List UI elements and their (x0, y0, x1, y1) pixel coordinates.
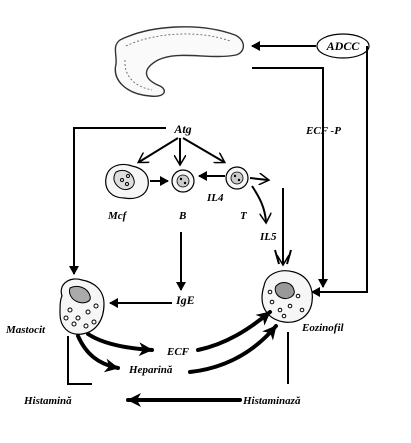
eosinophil-to-adcc-line (316, 46, 368, 293)
ecf-label: ECF (166, 346, 190, 358)
macrophage-cell-icon (105, 163, 149, 200)
il4-label: IL4 (206, 192, 224, 204)
heparina-label: Heparină (128, 364, 173, 376)
heparina-to-eosinophil-arrow (188, 324, 278, 374)
eozinofil-label: Eozinofil (301, 322, 345, 334)
histaminaza-label: Histaminază (242, 395, 301, 407)
mast-cell-icon (59, 278, 105, 335)
t-cell-icon (225, 166, 249, 190)
mastocit-to-heparina-arrow (76, 334, 120, 373)
t-label: T (240, 210, 248, 222)
il5-tick-left (274, 249, 280, 265)
mcf-label: Mcf (107, 210, 128, 222)
adcc-node: ADCC (316, 33, 370, 59)
ige-label: IgE (175, 293, 195, 307)
b-cell-icon (171, 169, 195, 193)
il5-tick-right (286, 249, 292, 265)
t-out-arrow (249, 178, 268, 180)
histamina-label: Histamină (23, 395, 72, 407)
mastocit-to-histamina-line (67, 336, 92, 385)
atg-to-mcf-arrow (139, 137, 179, 162)
mastocit-label: Mastocit (5, 324, 46, 336)
ecf-p-label: ECF -P (305, 125, 341, 137)
t-to-il5-arrow (251, 185, 266, 222)
b-label: B (178, 210, 186, 222)
parasite-shape-icon (114, 26, 245, 98)
atg-to-t-arrow (182, 137, 224, 162)
parasite-to-ecf-line (252, 67, 324, 282)
il5-label: IL5 (259, 231, 277, 243)
atg-label: Atg (173, 122, 191, 136)
adcc-label: ADCC (326, 39, 361, 53)
eosinophil-cell-icon (261, 270, 313, 323)
ecf-to-eosinophil-arrow (196, 310, 272, 352)
mastocit-to-ecf-arrow (86, 332, 154, 357)
atg-to-mastocit-line (73, 127, 166, 272)
